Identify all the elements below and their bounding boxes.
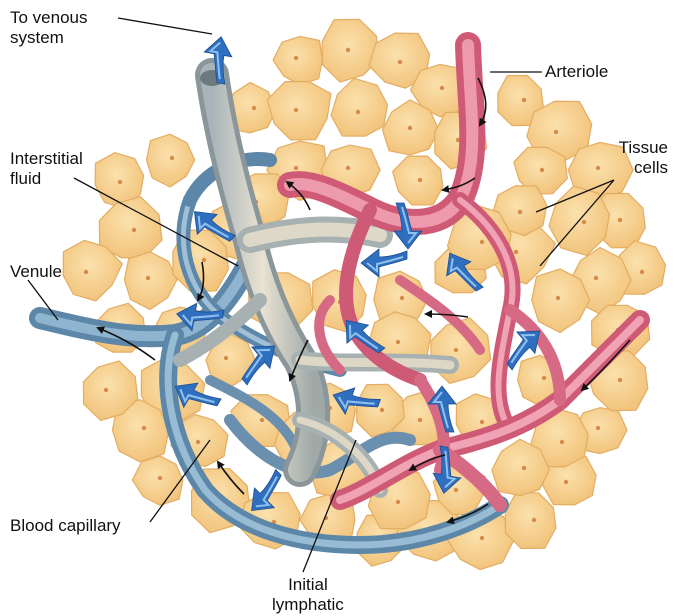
label-to-venous-system-line1: To venous [10,8,88,28]
label-to-venous-system-line2: system [10,28,88,48]
cell-nucleus [118,180,122,184]
cell-nucleus [408,126,412,130]
cell-nucleus [522,466,526,470]
cell-nucleus [400,296,404,300]
cell-nucleus [440,86,444,90]
cell-nucleus [396,500,400,504]
cell-nucleus [196,440,200,444]
tissue-cell [505,493,556,549]
label-to-venous-system: To venous system [10,8,88,48]
cell-nucleus [640,270,644,274]
label-venule: Venule [10,262,62,282]
cell-nucleus [346,48,350,52]
tissue-cell [124,252,176,310]
cell-nucleus [556,296,560,300]
label-interstitial-fluid-line1: Interstitial [10,149,83,169]
cell-nucleus [618,378,622,382]
label-tissue-cells-line2: cells [618,158,668,178]
label-initial-lymphatic-line1: Initial [272,575,344,595]
cell-nucleus [618,218,622,222]
cell-nucleus [514,250,518,254]
label-initial-lymphatic: Initial lymphatic [272,575,344,615]
cell-nucleus [380,408,384,412]
cell-nucleus [554,130,558,134]
label-interstitial-fluid: Interstitial fluid [10,149,83,189]
cell-nucleus [396,340,400,344]
cell-nucleus [142,426,146,430]
cell-nucleus [454,488,458,492]
cell-nucleus [582,220,586,224]
cell-nucleus [356,110,360,114]
cell-nucleus [560,440,564,444]
label-blood-capillary: Blood capillary [10,516,121,536]
cell-nucleus [594,276,598,280]
cell-nucleus [480,536,484,540]
cell-nucleus [146,276,150,280]
leader-to-venous [118,18,212,34]
cell-nucleus [398,60,402,64]
cell-nucleus [224,356,228,360]
tissue-cell [322,19,379,82]
tissue-cell [331,78,387,136]
cell-nucleus [260,418,264,422]
cell-nucleus [132,228,136,232]
cell-nucleus [84,270,88,274]
tissue-cell [273,36,322,84]
cell-nucleus [170,156,174,160]
cell-nucleus [454,348,458,352]
label-tissue-cells: Tissue cells [618,138,668,178]
cell-nucleus [518,210,522,214]
cell-nucleus [104,388,108,392]
cell-nucleus [202,258,206,262]
label-interstitial-fluid-line2: fluid [10,169,83,189]
cell-nucleus [418,178,422,182]
tissue-cell [267,81,331,139]
cell-nucleus [564,480,568,484]
cell-nucleus [252,106,256,110]
cell-nucleus [294,108,298,112]
cell-nucleus [480,420,484,424]
cell-nucleus [418,418,422,422]
cell-nucleus [596,426,600,430]
tissue-cell [132,456,182,505]
cell-nucleus [532,518,536,522]
tissue-cell [146,134,194,187]
cell-nucleus [346,166,350,170]
label-arteriole: Arteriole [545,62,608,82]
cell-nucleus [540,168,544,172]
cell-nucleus [480,240,484,244]
tissue-cell [99,197,162,258]
cell-nucleus [522,98,526,102]
cell-nucleus [294,56,298,60]
label-initial-lymphatic-line2: lymphatic [272,595,344,615]
cell-nucleus [158,476,162,480]
cell-nucleus [596,166,600,170]
cell-nucleus [542,376,546,380]
cell-nucleus [294,166,298,170]
label-tissue-cells-line1: Tissue [618,138,668,158]
tissue-cell [393,156,443,205]
